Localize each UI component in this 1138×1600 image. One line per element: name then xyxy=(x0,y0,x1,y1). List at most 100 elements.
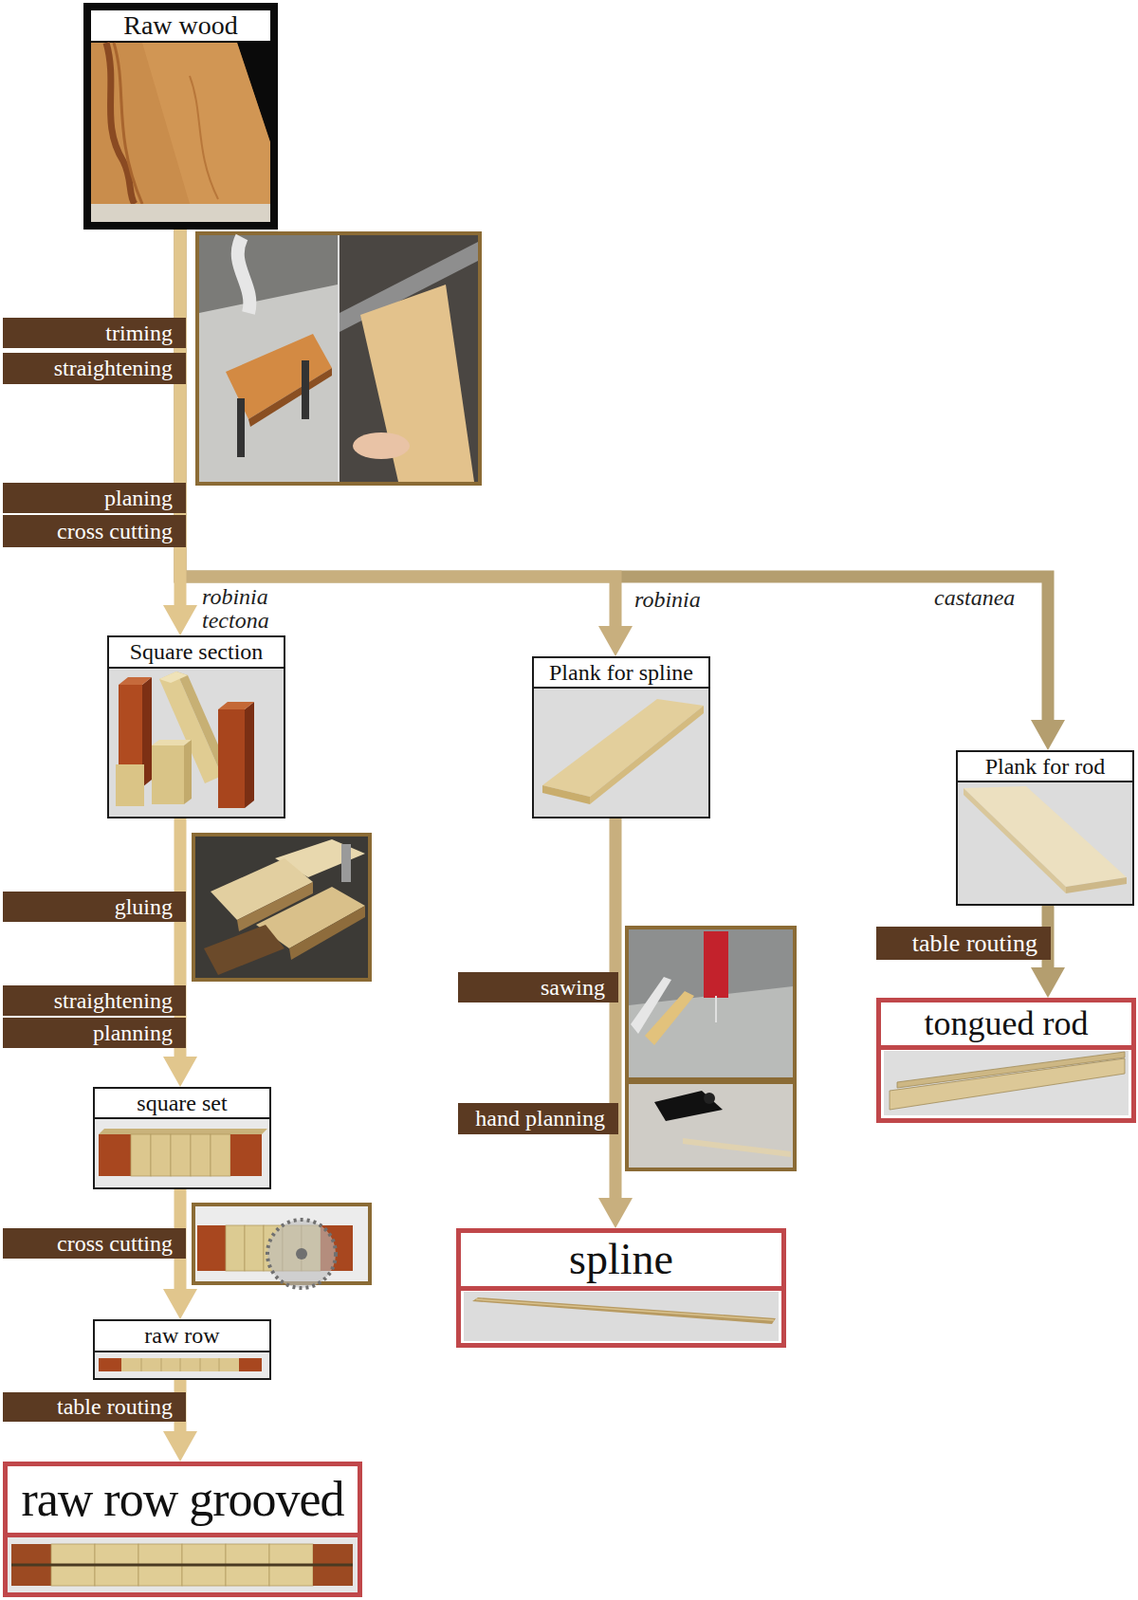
square-section-drawing-part xyxy=(183,739,192,805)
square-section-drawing-part xyxy=(109,668,284,817)
workshop-photo-part xyxy=(337,235,340,482)
sawing-photo-part xyxy=(703,931,729,998)
rod-plank-drawing-part xyxy=(1065,877,1127,894)
workshop-photo xyxy=(197,233,480,484)
square-set-drawing-part xyxy=(210,1134,231,1176)
workshop-photo-part xyxy=(248,367,332,427)
spline-plank-drawing-part xyxy=(533,688,709,817)
material-box: square set xyxy=(92,1086,272,1190)
square-section-drawing-part xyxy=(218,709,245,808)
hand-planning-photo xyxy=(626,1082,795,1170)
raw-row-drawing-part xyxy=(141,1358,220,1372)
product-box: spline xyxy=(456,1228,787,1348)
raw-row-drawing-part xyxy=(238,1358,262,1372)
raw-wood-photo-part xyxy=(91,203,271,222)
square-set-drawing xyxy=(94,1119,270,1188)
spline-drawing-part xyxy=(472,1297,776,1324)
process-tag: table routing xyxy=(2,1392,186,1422)
gluing-photo xyxy=(193,834,370,980)
tongued-rod-drawing xyxy=(883,1050,1129,1116)
raw-wood-photo-part xyxy=(91,42,271,204)
box-title: square set xyxy=(94,1088,270,1120)
process-label: planning xyxy=(2,1017,186,1048)
workshop-photo-part xyxy=(199,235,338,482)
raw-wood-photo xyxy=(91,40,271,222)
workshop-photo-part xyxy=(238,237,251,313)
square-set-drawing-part xyxy=(150,1134,171,1176)
process-tag: table routing xyxy=(876,926,1051,960)
workshop-photo-part xyxy=(199,284,338,482)
process-tag: triming xyxy=(2,317,186,349)
square-set-drawing-part xyxy=(94,1119,270,1188)
sawing-photo-part xyxy=(644,991,695,1046)
source-box: Raw wood xyxy=(83,2,278,230)
raw-row-drawing-part xyxy=(98,1358,122,1372)
product-title: tongued rod xyxy=(881,1002,1132,1050)
process-label: sawing xyxy=(458,972,619,1003)
cross-cutting-photo-part xyxy=(267,1219,336,1288)
hand-planning-photo-part xyxy=(703,1092,716,1104)
raw-wood-photo-part xyxy=(142,42,271,204)
product-box: tongued rod xyxy=(876,997,1137,1123)
process-tag: hand planning xyxy=(458,1102,619,1135)
cross-cutting-photo-part xyxy=(295,1248,308,1260)
process-label: planing xyxy=(2,482,186,514)
cross-cutting-photo-part xyxy=(197,1225,226,1271)
raw-row-grooved-drawing-part xyxy=(7,1535,358,1593)
material-box: raw row xyxy=(92,1319,272,1380)
spline-drawing-part xyxy=(463,1291,779,1341)
raw-row-drawing xyxy=(94,1352,270,1378)
product-title: raw row grooved xyxy=(7,1466,358,1538)
square-section-drawing xyxy=(109,668,284,817)
hand-planning-photo-part xyxy=(682,1138,791,1157)
rod-plank-drawing-part xyxy=(963,788,1066,894)
cross-cutting-photo-part xyxy=(225,1225,245,1271)
square-section-drawing-part xyxy=(115,764,145,807)
gluing-photo-part xyxy=(203,924,285,975)
square-set-drawing-part xyxy=(98,1128,268,1135)
square-set-drawing-part xyxy=(230,1134,262,1176)
raw-wood-photo-part xyxy=(106,42,135,204)
rod-plank-drawing-part xyxy=(957,782,1133,904)
raw-row-drawing-part xyxy=(121,1358,239,1372)
raw-wood-photo-part xyxy=(189,75,219,200)
product-box: raw row grooved xyxy=(2,1461,363,1597)
workshop-photo-part xyxy=(237,398,245,458)
process-label: gluing xyxy=(2,891,186,922)
rod-plank-drawing xyxy=(957,782,1133,904)
box-title: Square section xyxy=(109,637,284,669)
workshop-photo-part xyxy=(352,432,410,459)
cross-cutting-photo-part xyxy=(244,1225,264,1271)
square-section-drawing-part xyxy=(151,745,184,805)
gluing-photo-part xyxy=(193,834,370,980)
flow-arrow xyxy=(180,229,1048,720)
process-label: table routing xyxy=(876,926,1051,960)
spline-plank-drawing-part xyxy=(542,785,590,805)
workshop-photo-part xyxy=(197,233,480,484)
process-label: hand planning xyxy=(458,1102,619,1135)
box-title: raw row xyxy=(94,1321,270,1353)
spline-drawing xyxy=(463,1291,779,1341)
square-section-drawing-part xyxy=(244,701,255,808)
process-tag: straightening xyxy=(2,352,186,385)
spline-drawing-part xyxy=(476,1299,774,1321)
raw-row-grooved-drawing-part xyxy=(11,1563,353,1567)
workshop-photo-part xyxy=(339,235,478,482)
process-label: table routing xyxy=(2,1392,186,1422)
process-tag: cross cutting xyxy=(2,514,186,548)
square-section-drawing-part xyxy=(159,671,188,683)
box-title: Raw wood xyxy=(91,10,271,41)
raw-row-drawing-part xyxy=(94,1352,270,1378)
process-label: straightening xyxy=(2,352,186,385)
process-label: triming xyxy=(2,317,186,349)
workshop-photo-part xyxy=(301,360,310,420)
tongued-rod-drawing-part xyxy=(883,1050,1129,1116)
gluing-photo-part xyxy=(341,844,351,882)
square-set-drawing-part xyxy=(190,1134,211,1176)
process-tag: planning xyxy=(2,1017,186,1048)
gluing-photo-part xyxy=(289,905,366,960)
tongued-rod-drawing-part xyxy=(897,1051,1125,1088)
material-box: Plank for rod xyxy=(955,750,1135,906)
